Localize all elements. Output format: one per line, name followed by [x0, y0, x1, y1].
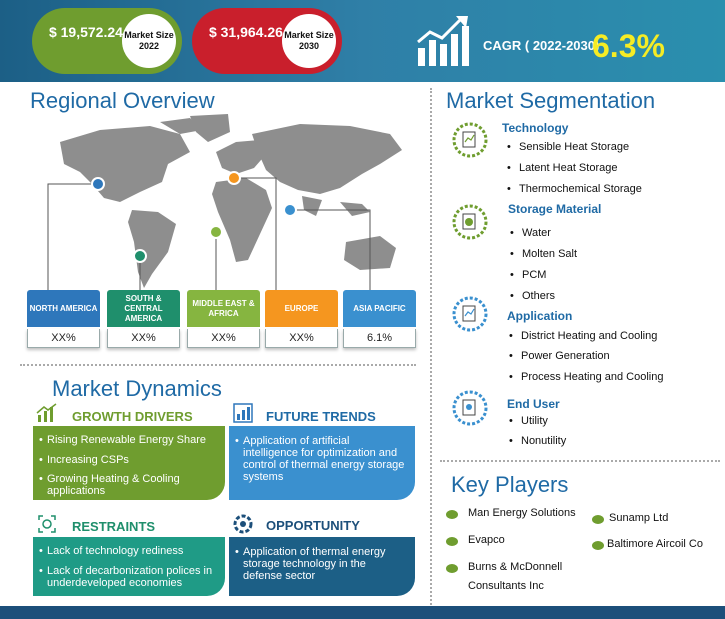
growth-chart-icon [417, 16, 469, 66]
north-america-marker [91, 177, 105, 191]
region-value: 6.1% [343, 329, 416, 348]
horizontal-divider [440, 460, 720, 462]
growth-drivers-box: Rising Renewable Energy Share Increasing… [33, 426, 225, 500]
list-item: Rising Renewable Energy Share [39, 434, 217, 446]
market-dynamics-title: Market Dynamics [52, 376, 222, 401]
regional-overview-title: Regional Overview [30, 88, 215, 113]
header-banner: $ 19,572.24 Mn Market Size 2022 $ 31,964… [0, 0, 725, 82]
market-size-2022-pill: $ 19,572.24 Mn Market Size 2022 [32, 8, 182, 74]
region-middle-east-africa: MIDDLE EAST & AFRICA XX% [187, 290, 260, 348]
bullet-dot [592, 515, 604, 524]
storage-material-icon [452, 204, 488, 240]
market-segmentation-title: Market Segmentation [446, 88, 656, 113]
key-player: Sunamp Ltd [609, 512, 669, 524]
region-name: EUROPE [265, 290, 338, 327]
bullet-dot [446, 510, 458, 519]
segment-item: Others [510, 290, 555, 302]
region-name: SOUTH & CENTRAL AMERICA [107, 290, 180, 327]
segment-item: District Heating and Cooling [509, 330, 657, 342]
segment-item: Latent Heat Storage [507, 162, 618, 174]
segment-item: Power Generation [509, 350, 610, 362]
segment-storage-material: Storage Material [508, 202, 602, 216]
horizontal-divider [20, 364, 416, 366]
list-item: Application of artificial intelligence f… [235, 435, 407, 483]
region-value: XX% [107, 329, 180, 348]
cagr-label: CAGR ( 2022-2030) [483, 38, 600, 53]
application-icon [452, 296, 488, 332]
segment-item: Water [510, 227, 551, 239]
region-name: NORTH AMERICA [27, 290, 100, 327]
bullet-dot [592, 541, 604, 550]
key-players-title: Key Players [451, 472, 569, 497]
bullet-dot [446, 564, 458, 573]
end-user-icon [452, 390, 488, 426]
list-item: Lack of technology rediness [39, 545, 217, 557]
opportunity-box: Application of thermal energy storage te… [229, 537, 415, 596]
growth-drivers-title: GROWTH DRIVERS [72, 409, 193, 424]
segment-item: Nonutility [509, 435, 566, 447]
list-item: Lack of decarbonization polices in under… [39, 565, 217, 589]
restraints-icon [38, 515, 56, 533]
key-player: Evapco [468, 534, 505, 546]
segment-item: Molten Salt [510, 248, 577, 260]
region-value: XX% [187, 329, 260, 348]
restraints-title: RESTRAINTS [72, 519, 156, 534]
region-value: XX% [265, 329, 338, 348]
region-north-america: NORTH AMERICA XX% [27, 290, 100, 348]
opportunity-title: OPPORTUNITY [266, 518, 360, 533]
south-america-marker [133, 249, 147, 263]
segment-item: Sensible Heat Storage [507, 141, 629, 153]
region-value: XX% [27, 329, 100, 348]
europe-marker [227, 171, 241, 185]
bullet-dot [446, 537, 458, 546]
region-asia-pacific: ASIA PACIFIC 6.1% [343, 290, 416, 348]
future-trends-icon [233, 403, 253, 423]
footer-bar [0, 606, 725, 619]
cagr-value: 6.3% [592, 28, 665, 64]
segment-item: Process Heating and Cooling [509, 371, 664, 383]
segment-item: PCM [510, 269, 547, 281]
segment-application: Application [507, 309, 573, 323]
vertical-divider [430, 88, 432, 608]
segment-technology: Technology [502, 121, 569, 135]
market-size-2030-label: Market Size 2030 [282, 14, 336, 68]
growth-drivers-icon [36, 403, 57, 422]
region-europe: EUROPE XX% [265, 290, 338, 348]
world-map [47, 114, 402, 290]
segment-item: Utility [509, 415, 548, 427]
restraints-box: Lack of technology rediness Lack of deca… [33, 537, 225, 596]
technology-icon [452, 122, 488, 158]
region-south-central-america: SOUTH & CENTRAL AMERICA XX% [107, 290, 180, 348]
market-size-2030-pill: $ 31,964.26 Mn Market Size 2030 [192, 8, 342, 74]
market-size-2022-label: Market Size 2022 [122, 14, 176, 68]
opportunity-icon [233, 514, 253, 534]
africa-marker [209, 225, 223, 239]
list-item: Increasing CSPs [39, 454, 217, 466]
future-trends-box: Application of artificial intelligence f… [229, 426, 415, 500]
segment-item: Thermochemical Storage [507, 183, 642, 195]
key-player: Baltimore Aircoil Co [607, 538, 703, 550]
list-item: Growing Heating & Cooling applications [39, 473, 217, 497]
future-trends-title: FUTURE TRENDS [266, 409, 376, 424]
region-name: ASIA PACIFIC [343, 290, 416, 327]
region-name: MIDDLE EAST & AFRICA [187, 290, 260, 327]
segment-end-user: End User [507, 397, 560, 411]
asia-pacific-marker [283, 203, 297, 217]
key-player: Burns & McDonnell Consultants Inc [468, 561, 563, 592]
key-player: Man Energy Solutions [468, 507, 576, 519]
list-item: Application of thermal energy storage te… [235, 546, 407, 582]
